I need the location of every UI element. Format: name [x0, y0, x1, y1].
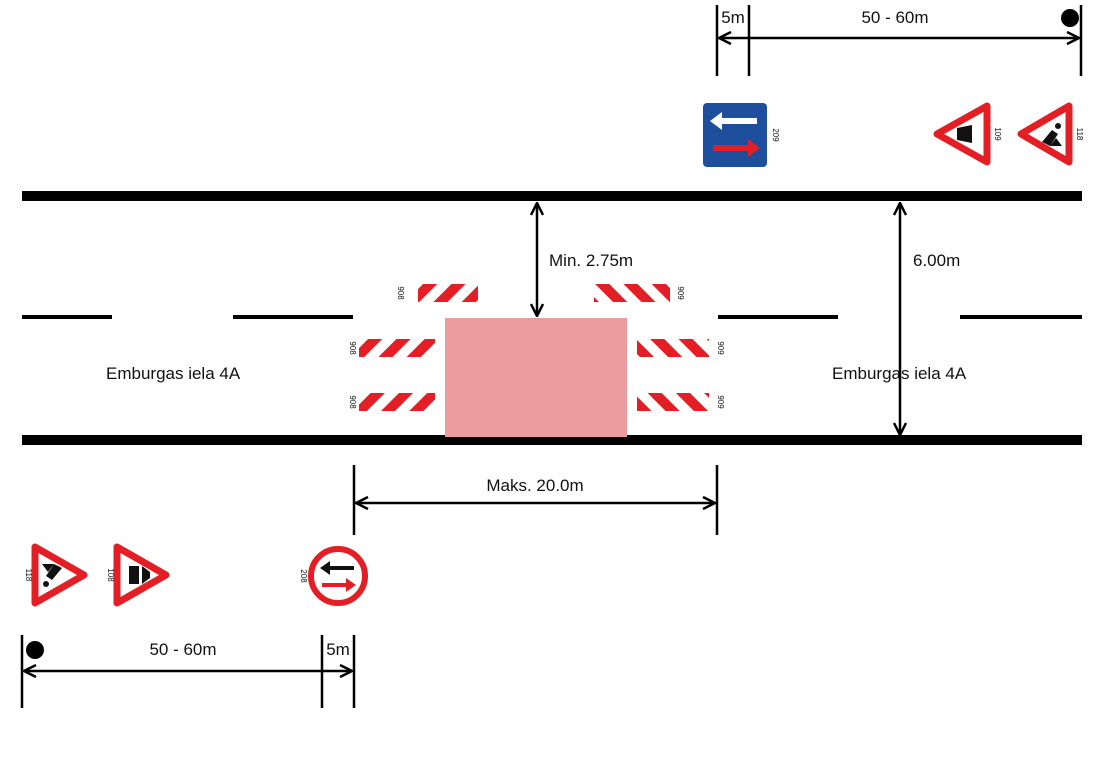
barrier-left-mid: 908 — [348, 339, 435, 357]
top-offset-label: 5m — [721, 8, 745, 27]
road-edge-top — [22, 191, 1082, 201]
barrier-code: 908 — [396, 286, 405, 300]
min-lane-width-label: Min. 2.75m — [549, 251, 633, 270]
work-zone — [445, 318, 627, 437]
barrier-left-low: 908 — [348, 393, 435, 411]
barrier-code: 909 — [676, 286, 685, 300]
street-name-left: Emburgas iela 4A — [106, 364, 241, 383]
road-narrows-triangle: 109 — [933, 102, 1002, 166]
road-edge-bottom — [22, 435, 1082, 445]
work-length-label: Maks. 20.0m — [486, 476, 583, 495]
sign-code: 108 — [106, 568, 115, 582]
sign-code: 118 — [24, 569, 33, 582]
barrier-right-mid: 909 — [637, 339, 725, 357]
top-approach-label: 50 - 60m — [861, 8, 928, 27]
priority-over-oncoming-sign: 209 — [703, 103, 780, 167]
barrier-right-top: 909 — [594, 284, 685, 302]
bottom-offset-label: 5m — [326, 640, 350, 659]
road-narrows-triangle: 108 — [106, 543, 170, 607]
barrier-right-low: 909 — [637, 393, 725, 411]
barrier-code: 908 — [348, 341, 357, 355]
sign-code: 109 — [993, 127, 1002, 141]
give-way-oncoming-sign: 208 — [299, 546, 368, 606]
barrier-left-top: 908 — [396, 284, 478, 302]
center-lane-markings — [22, 315, 1082, 319]
bottom-approach-label: 50 - 60m — [149, 640, 216, 659]
sign-code: 209 — [771, 128, 780, 142]
road-width-label: 6.00m — [913, 251, 960, 270]
start-point-marker — [26, 641, 44, 659]
sign-code: 118 — [1075, 128, 1084, 141]
road-works-triangle: 118 — [1017, 102, 1084, 166]
road-works-triangle: 118 — [24, 543, 88, 607]
barrier-code: 909 — [716, 395, 725, 409]
barrier-code: 909 — [716, 341, 725, 355]
start-point-marker — [1061, 9, 1079, 27]
barrier-code: 908 — [348, 395, 357, 409]
sign-code: 208 — [299, 569, 308, 583]
